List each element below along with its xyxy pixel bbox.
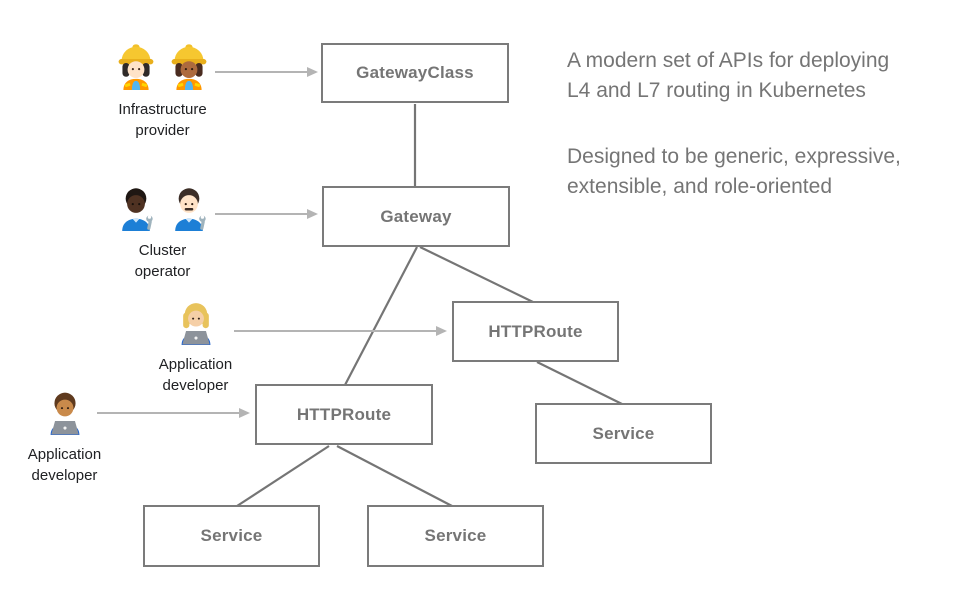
persona-application-developer-top: Application developer <box>123 297 268 396</box>
edge-gateway-httproute-right <box>419 246 534 303</box>
node-gatewayclass-label: GatewayClass <box>356 63 474 82</box>
description-p2-line1: Designed to be generic, expressive, <box>567 145 901 168</box>
woman-construction-worker-medium-dark-icon <box>171 44 207 90</box>
node-httproute-right-label: HTTPRoute <box>488 321 583 341</box>
infrastructure-provider-label-line2: provider <box>135 122 190 139</box>
node-gateway: Gateway <box>322 186 510 247</box>
cluster-operator-label: Cluster operator <box>135 240 191 282</box>
node-service-bottom-left: Service <box>143 505 320 567</box>
woman-construction-worker-light-icon <box>118 44 154 90</box>
application-developer-bottom-icons <box>41 387 89 435</box>
application-developer-bottom-label-line1: Application <box>27 446 102 463</box>
node-service-bottom-mid-label: Service <box>424 526 487 545</box>
node-gatewayclass: GatewayClass <box>321 43 509 103</box>
cluster-operator-label-line2: operator <box>134 263 191 280</box>
man-mechanic-light-icon <box>175 188 206 231</box>
node-service-bottom-left-label: Service <box>200 526 263 545</box>
infrastructure-provider-label: Infrastructure provider <box>118 99 206 141</box>
application-developer-bottom-label-line2: developer <box>31 467 98 484</box>
infrastructure-provider-label-line1: Infrastructure <box>118 101 207 118</box>
node-httproute-left: HTTPRoute <box>255 384 433 445</box>
application-developer-top-label-line2: developer <box>162 377 229 394</box>
node-service-bottom-mid: Service <box>367 505 544 567</box>
edge-httproute-right-service-right <box>536 361 623 405</box>
application-developer-top-label-line1: Application <box>158 356 233 373</box>
edge-httproute-left-service-bottom-left <box>236 445 330 507</box>
persona-infrastructure-provider: Infrastructure provider <box>90 42 235 141</box>
node-httproute-right: HTTPRoute <box>452 301 619 362</box>
cluster-operator-label-line1: Cluster <box>138 242 187 259</box>
description-text: A modern set of APIs for deploying L4 an… <box>567 46 952 202</box>
edge-httproute-left-service-bottom-mid <box>336 445 453 507</box>
application-developer-top-label: Application developer <box>159 354 232 396</box>
person-mechanic-dark-icon <box>122 188 153 231</box>
description-p1-line2: L4 and L7 routing in Kubernetes <box>567 79 866 102</box>
node-gateway-label: Gateway <box>380 206 452 226</box>
node-service-right: Service <box>535 403 712 464</box>
application-developer-bottom-label: Application developer <box>28 444 101 486</box>
infrastructure-provider-icons <box>112 42 213 90</box>
man-technologist-icon <box>50 392 79 435</box>
persona-cluster-operator: Cluster operator <box>90 183 235 282</box>
description-paragraph-1: A modern set of APIs for deploying L4 an… <box>567 46 952 106</box>
edge-gateway-httproute-left <box>344 246 418 386</box>
cluster-operator-icons <box>112 183 213 231</box>
node-httproute-left-label: HTTPRoute <box>296 404 392 424</box>
persona-application-developer-bottom: Application developer <box>0 387 137 486</box>
application-developer-top-icons <box>172 297 220 345</box>
description-p2-line2: extensible, and role-oriented <box>567 175 833 198</box>
node-service-right-label: Service <box>592 423 655 443</box>
description-paragraph-2: Designed to be generic, expressive, exte… <box>567 142 952 202</box>
description-p1-line1: A modern set of APIs for deploying <box>567 49 890 72</box>
woman-technologist-icon <box>181 303 210 345</box>
